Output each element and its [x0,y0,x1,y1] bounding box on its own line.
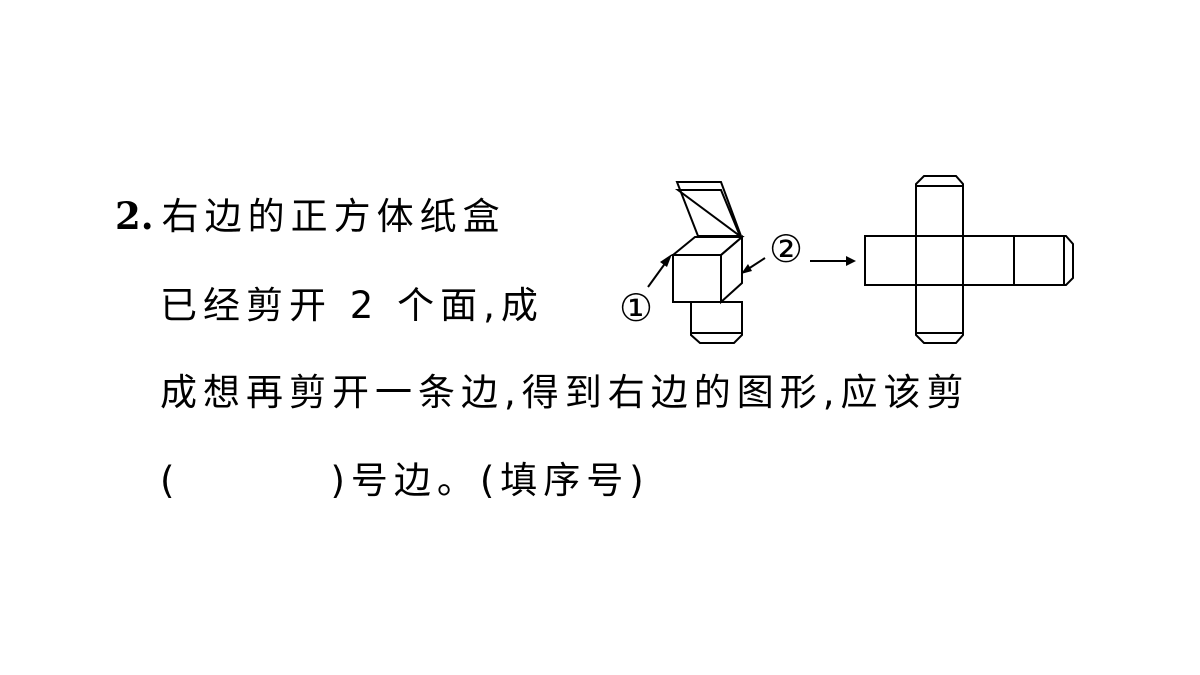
question-line-4: ( )号边。(填序号) [160,462,650,499]
question-text-4: )号边。(填序号) [330,459,650,502]
transform-arrow-head [846,256,856,266]
question-number: 2. [115,194,154,238]
question-line-2: 已经剪开 2 个面,成 [160,287,544,324]
cube-side-face [720,234,743,305]
arrow-1-head [660,254,672,267]
question-text-3: 成想再剪开一条边,得到右边的图形,应该剪 [160,371,970,414]
net-left-face [864,235,917,286]
arrow-2-head [741,264,752,274]
question-line-1: 2.右边的正方体纸盒 [115,195,506,238]
question-text-1: 右边的正方体纸盒 [161,195,506,238]
bottom-flap-shape [690,301,743,344]
open-cube-diagram [670,181,745,344]
net-far-right-face [1013,235,1074,286]
edge-label-1: ① [619,286,653,330]
open-paren: ( [160,459,181,502]
question-line-3: 成想再剪开一条边,得到右边的图形,应该剪 [160,374,970,411]
cube-net-diagram [864,175,1074,344]
top-flap-bevel [674,189,743,239]
question-text-2: 已经剪开 2 个面,成 [160,284,544,327]
edge-label-2: ② [769,227,803,271]
net-right-face [962,235,1015,286]
net-center-face [915,235,964,286]
cube-net-figure: ① ② [619,175,1074,344]
cube-front-face [672,254,722,303]
net-bottom-face [915,284,964,344]
